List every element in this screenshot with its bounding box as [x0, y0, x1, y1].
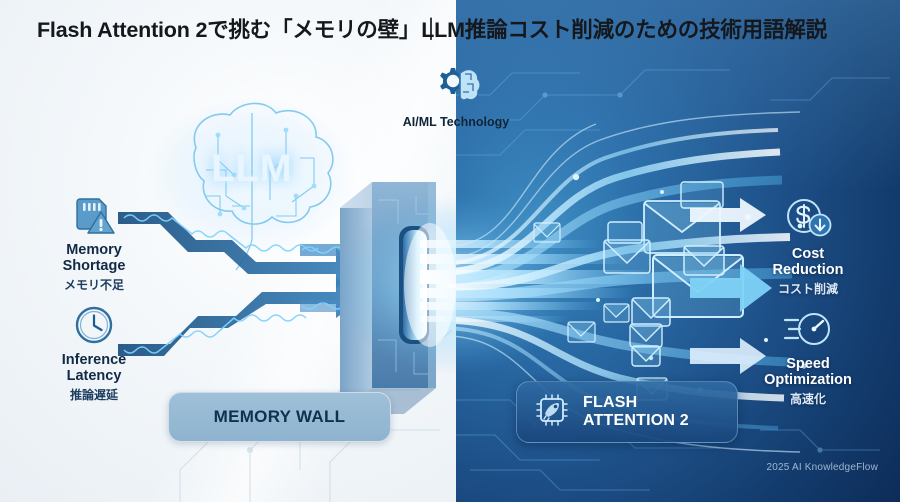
problem-label-line2: Latency	[66, 368, 122, 385]
benefit-item-cost-reduction: Cost Reduction コスト削減	[748, 196, 868, 297]
benefit-item-speed-optimization: Speed Optimization 高速化	[748, 306, 868, 407]
problem-label-jp: 推論遅延	[69, 388, 118, 403]
flash-badge-line2: ATTENTION 2	[583, 412, 689, 429]
chip-rocket-icon	[533, 391, 571, 434]
problem-label-line1: Inference	[61, 352, 127, 368]
problem-item-memory-shortage: Memory Shortage メモリ不足	[34, 192, 154, 293]
data-packet-envelopes	[533, 181, 744, 401]
benefit-label-jp: コスト削減	[777, 282, 838, 297]
page-title: Flash Attention 2で挑む「メモリの壁」｜LLM推論コスト削減のた…	[37, 20, 827, 42]
memory-wall-badge[interactable]: MEMORY WALL	[168, 392, 391, 442]
memory-card-warning-icon	[34, 192, 154, 238]
llm-label: LLM	[211, 148, 293, 190]
aiml-technology-marker: AI/ML Technology	[383, 64, 529, 129]
llm-circuit-brain-icon	[193, 102, 334, 271]
output-arrows	[690, 198, 772, 374]
problem-label-en: Memory Shortage	[34, 242, 154, 274]
benefit-label-line1: Cost	[791, 246, 825, 262]
problem-label-line2: Shortage	[62, 258, 126, 275]
clock-icon	[34, 302, 154, 348]
footer-credit: 2025 AI KnowledgeFlow	[766, 462, 878, 473]
title-main: Flash Attention 2で挑む「メモリの壁」	[37, 18, 421, 43]
gear-brain-icon	[383, 64, 529, 113]
benefit-label-en: Speed Optimization	[748, 356, 868, 388]
benefit-label-jp: 高速化	[789, 392, 826, 407]
speedometer-icon	[748, 306, 868, 352]
benefit-label-line1: Speed	[786, 356, 830, 372]
benefit-label-line2: Optimization	[764, 372, 852, 389]
flash-attention-badge-label: FLASH ATTENTION 2	[583, 394, 689, 430]
benefit-label-en: Cost Reduction	[748, 246, 868, 278]
problem-flow-arrows	[118, 212, 364, 356]
problem-label-en: Inference Latency	[34, 352, 154, 384]
memory-wall-badge-label: MEMORY WALL	[213, 407, 346, 426]
problem-label-jp: メモリ不足	[63, 278, 124, 293]
dollar-down-arrow-icon	[748, 196, 868, 242]
title-band: Flash Attention 2で挑む「メモリの壁」｜LLM推論コスト削減のた…	[0, 0, 900, 62]
title-sub: LLM推論コスト削減のための技術用語解説	[421, 18, 827, 43]
problem-item-inference-latency: Inference Latency 推論遅延	[34, 302, 154, 403]
aiml-label: AI/ML Technology	[402, 115, 510, 129]
benefit-label-line2: Reduction	[772, 262, 844, 279]
flash-attention-badge[interactable]: FLASH ATTENTION 2	[516, 381, 738, 443]
flash-badge-line1: FLASH	[583, 394, 638, 412]
problem-label-line1: Memory	[66, 242, 122, 258]
